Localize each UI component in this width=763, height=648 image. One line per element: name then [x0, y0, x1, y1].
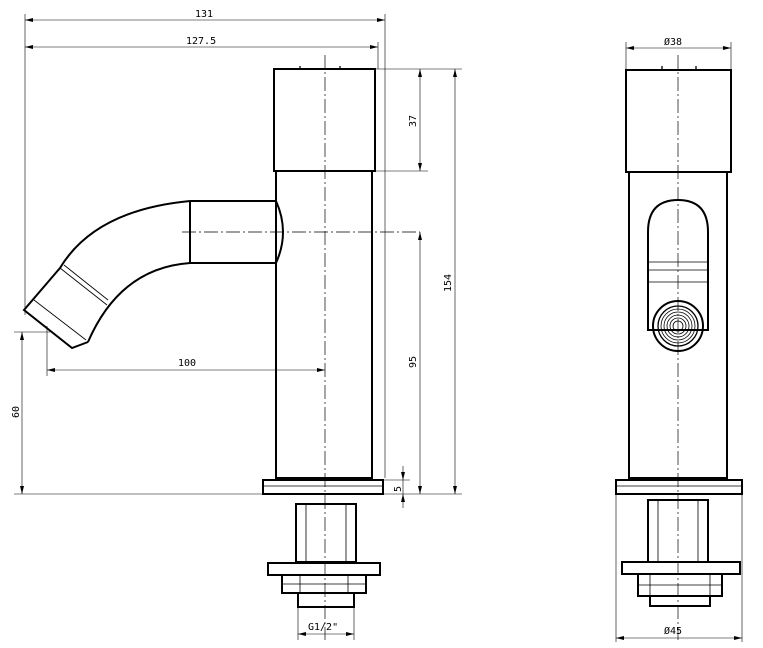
dim-base-diameter: Ø45	[664, 625, 682, 637]
dim-total-height: 154	[443, 274, 454, 292]
body-column	[275, 170, 373, 479]
dim-spout-center-height: 95	[408, 356, 419, 368]
front-base-flange	[615, 479, 743, 495]
dim-spout-projection: 100	[178, 358, 196, 369]
dim-head-height: 37	[408, 115, 419, 127]
spout	[87, 200, 284, 343]
front-spout	[647, 198, 709, 331]
lock-nut	[267, 562, 381, 576]
spout-outlet	[22, 267, 89, 350]
handle-head	[273, 68, 376, 172]
side-view: 131 127.5 37 154 95 5	[11, 9, 462, 640]
base-flange	[262, 479, 384, 495]
front-view: Ø38 Ø45	[615, 36, 743, 642]
dim-head-diameter: Ø38	[664, 36, 682, 48]
dim-outlet-height: 60	[11, 406, 22, 418]
dim-overall-width: 131	[195, 9, 213, 20]
dim-base-thickness: 5	[393, 486, 404, 492]
front-lock-nut	[621, 561, 741, 575]
front-handle-head	[625, 69, 732, 173]
dim-spout-reach-width: 127.5	[186, 36, 216, 47]
dim-thread: G1/2"	[308, 622, 338, 633]
mounting-stem	[295, 503, 357, 563]
